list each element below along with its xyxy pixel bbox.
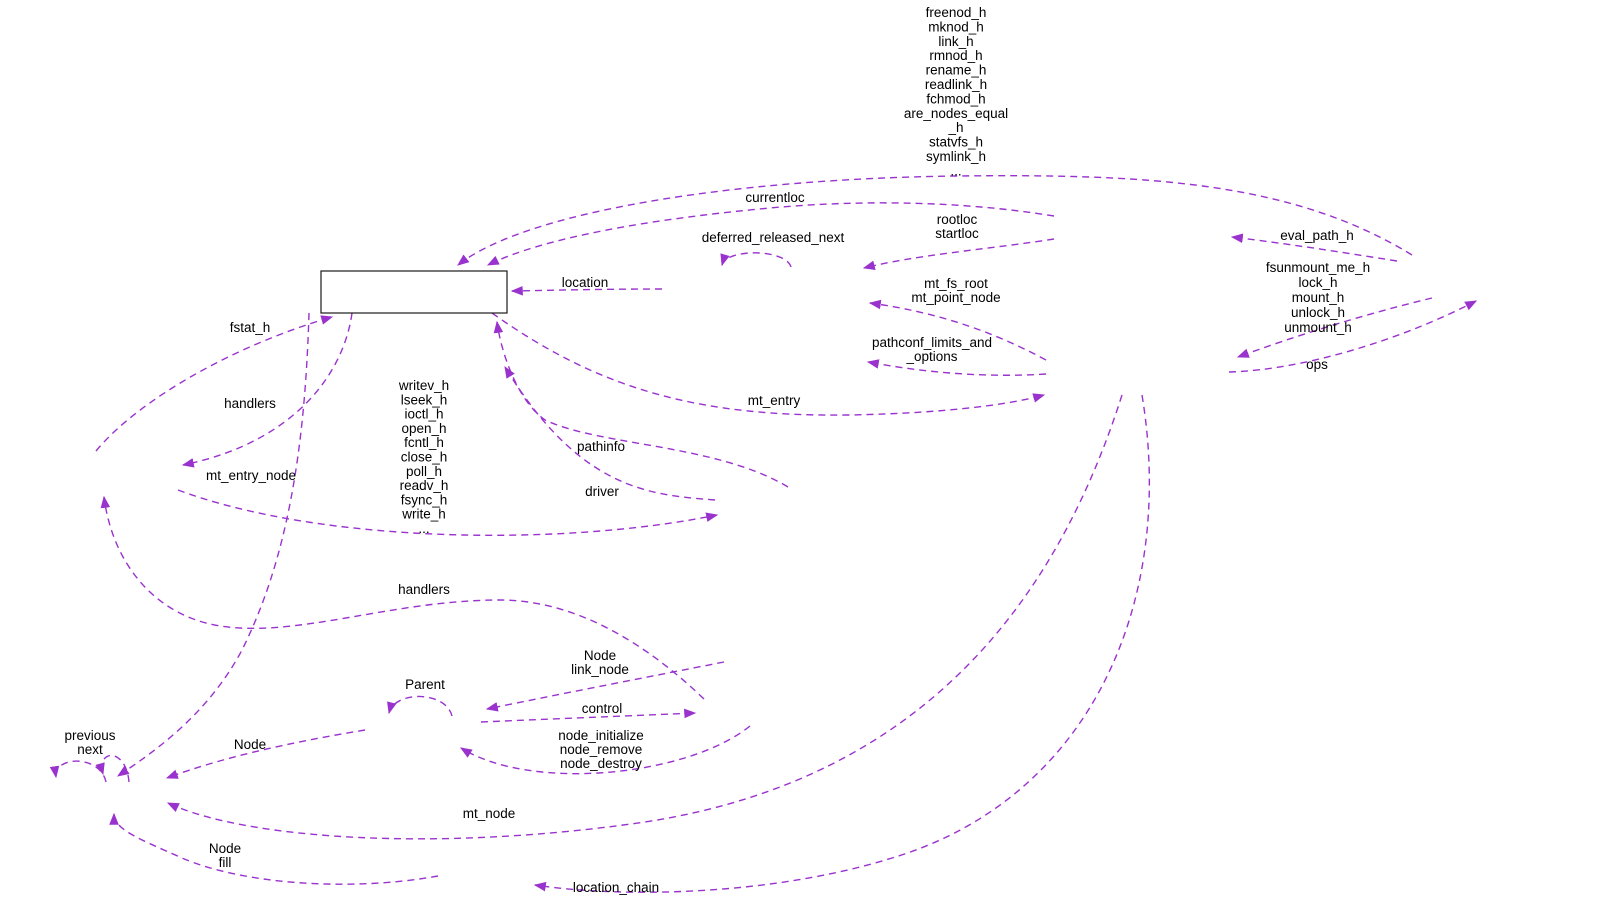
edge-label-imfs-jnode-to-imfs-jnode: Parent bbox=[405, 677, 445, 692]
edge-operations-table-to-eval-path-context: eval_path_h bbox=[1230, 228, 1398, 262]
edge-label-file-handlers-to-location-info: fstat_h bbox=[230, 320, 271, 335]
edge-label-imfs-jnode-to-imfs-node-control: control bbox=[582, 701, 623, 716]
edge-global-location-to-location-info: location bbox=[510, 275, 663, 296]
edge-eval-path-context-to-location-info: currentloc bbox=[486, 190, 1055, 266]
edge-imfs-jnode-to-imfs-jnode: Parent bbox=[387, 677, 453, 717]
edge-location-info-to-file-handlers: handlers bbox=[181, 312, 353, 468]
edge-mount-table-entry-to-operations-table: ops bbox=[1228, 300, 1478, 373]
node-location-info[interactable] bbox=[320, 270, 508, 314]
edge-location-info-to-chain-node: mt_entry_node bbox=[117, 312, 310, 777]
edge-imfs-jnode-to-chain-node: Node bbox=[165, 729, 366, 779]
edge-label-mount-table-entry-to-chain-control: location_chain bbox=[573, 880, 659, 895]
edge-label-global-location-to-global-location: deferred_released_next bbox=[702, 230, 845, 245]
edge-label-imfs-jnode-to-chain-node: Node bbox=[234, 737, 266, 752]
edge-label-global-location-to-location-info: location bbox=[562, 275, 609, 290]
edge-label-location-info-to-mount-table-entry: mt_entry bbox=[748, 393, 801, 408]
edge-location-info-to-mount-table-entry: mt_entry bbox=[491, 312, 1046, 416]
edge-label-operations-table-to-eval-path-context: eval_path_h bbox=[1280, 228, 1354, 243]
edge-imfs-node-control-to-file-handlers: handlers bbox=[100, 495, 705, 700]
edge-mount-table-entry-to-chain-node: mt_node bbox=[166, 394, 1123, 840]
edge-libio-to-driver-name: driver bbox=[504, 365, 716, 501]
edge-chain-node-to-chain-node bbox=[95, 754, 130, 783]
edge-label-libio-to-driver-name: driver bbox=[585, 484, 619, 499]
edge-libio-to-location-info: pathinfo bbox=[493, 320, 789, 488]
edge-label-imfs-node-control-to-file-handlers: handlers bbox=[398, 582, 450, 597]
edge-label-eval-path-context-to-location-info: currentloc bbox=[745, 190, 805, 205]
edge-imfs-jnode-to-imfs-node-control: control bbox=[480, 701, 697, 723]
edge-file-handlers-to-location-info: fstat_h bbox=[95, 315, 334, 452]
edge-label-location-info-to-chain-node: mt_entry_node bbox=[206, 468, 296, 483]
edge-label-mount-table-entry-to-chain-node: mt_node bbox=[463, 806, 516, 821]
edge-label-location-info-to-file-handlers: handlers bbox=[224, 396, 276, 411]
edge-label-mount-table-entry-to-limits-options: pathconf_limits_and_options bbox=[872, 335, 992, 364]
edge-label-libio-to-location-info: pathinfo bbox=[577, 439, 625, 454]
edge-mount-table-entry-to-limits-options: pathconf_limits_and_options bbox=[866, 335, 1047, 376]
edge-mount-table-entry-to-chain-control: location_chain bbox=[533, 394, 1151, 895]
edge-label-mount-table-entry-to-operations-table: ops bbox=[1306, 357, 1328, 372]
edge-global-location-to-global-location: deferred_released_next bbox=[702, 230, 845, 268]
